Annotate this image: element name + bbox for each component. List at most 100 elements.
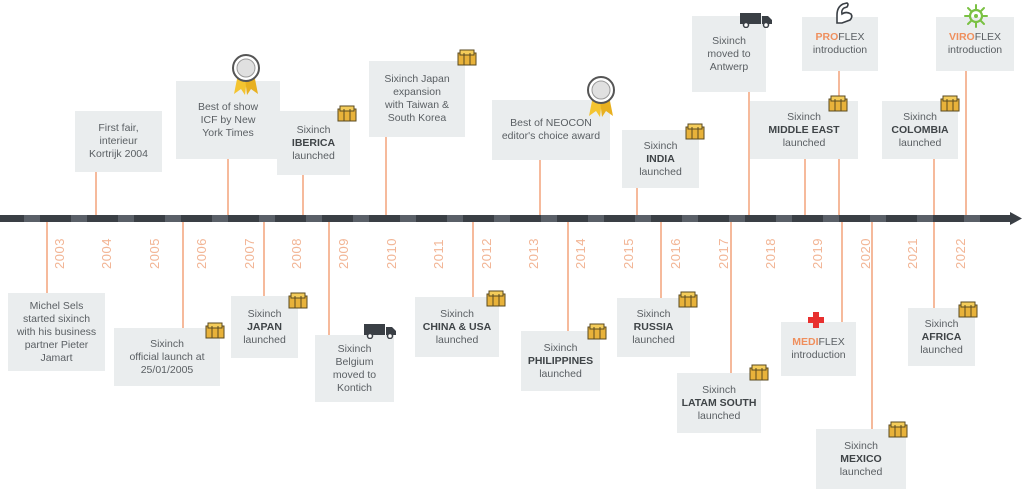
cube-box-icon	[678, 290, 698, 313]
event-text-line: Sixinch	[787, 110, 821, 123]
event-region-name: CHINA & USA	[422, 320, 492, 333]
event-text-line: editor's choice award	[501, 130, 601, 142]
axis-segment	[400, 215, 416, 222]
event-text-line: Sixinch	[702, 383, 736, 396]
year-label-2007: 2007	[241, 238, 257, 269]
event-region-name: COLOMBIA	[891, 123, 949, 136]
axis-segment	[353, 215, 369, 222]
axis-segment	[165, 215, 181, 222]
axis-segment	[118, 215, 134, 222]
axis-segment	[24, 215, 40, 222]
axis-segment	[635, 215, 651, 222]
award-ribbon-icon	[231, 54, 261, 101]
cube-box-icon	[205, 321, 225, 344]
event-text-line: Belgium	[335, 355, 374, 368]
axis-segment	[917, 215, 933, 222]
axis-segment	[259, 215, 275, 222]
event-text-line: with Taiwan &	[384, 99, 449, 111]
event-text-line: Sixinch	[247, 307, 282, 320]
axis-segment	[306, 215, 322, 222]
event-text-line: Sixinch	[924, 317, 959, 330]
year-label-2016: 2016	[668, 238, 684, 269]
event-text-line: launched	[632, 334, 675, 346]
event-region-name: INDIA	[646, 152, 675, 165]
event-text-line: launched	[782, 136, 826, 149]
year-label-2010: 2010	[383, 238, 399, 269]
year-label-2009: 2009	[336, 238, 352, 269]
cube-box-icon	[940, 94, 960, 117]
cube-box-icon	[888, 420, 908, 443]
cube-box-icon	[685, 122, 705, 145]
cube-box-icon	[958, 300, 978, 323]
event-region-name: RUSSIA	[633, 321, 674, 333]
cube-box-icon	[486, 289, 506, 312]
event-region-name: PHILIPPINES	[527, 354, 594, 367]
event-region-name: AFRICA	[921, 330, 962, 343]
medical-cross-icon	[808, 312, 824, 333]
event-text-line: Sixinch	[337, 342, 372, 355]
event-text-line: launched	[898, 136, 942, 149]
event-text-line: launched	[292, 149, 335, 162]
year-label-2005: 2005	[146, 238, 162, 269]
event-region-name: MIDDLE EAST	[768, 123, 840, 136]
axis-segment	[447, 215, 463, 222]
year-label-2011: 2011	[431, 239, 447, 269]
event-text-line: Best of show	[197, 100, 259, 113]
cube-box-icon	[457, 48, 477, 71]
product-suffix: FLEX	[838, 31, 865, 43]
event-text-line: launched	[697, 409, 741, 422]
axis-segment	[682, 215, 698, 222]
arm-flex-icon	[832, 1, 856, 30]
event-text-line: Sixinch	[543, 341, 578, 354]
year-label-2019: 2019	[810, 238, 826, 269]
year-label-2014: 2014	[573, 238, 589, 269]
year-label-2018: 2018	[763, 238, 778, 269]
event-text-line: expansion	[393, 86, 441, 98]
year-label-2015: 2015	[620, 238, 636, 269]
cube-box-icon	[828, 94, 848, 117]
product-prefix: VIRO	[949, 31, 975, 43]
event-text-line: with his business	[16, 325, 97, 338]
year-label-2004: 2004	[99, 238, 115, 269]
year-label-2013: 2013	[526, 238, 541, 269]
event-text-line: Sixinch	[903, 110, 937, 123]
event-text-line: official launch at	[129, 350, 205, 363]
event-text-line: moved to	[332, 368, 377, 381]
event-text-line: South Korea	[387, 112, 447, 124]
year-label-2003: 2003	[52, 238, 67, 269]
axis-segment	[71, 215, 87, 222]
event-text-line: Kortrijk 2004	[89, 148, 148, 160]
year-label-2012: 2012	[478, 238, 494, 269]
event-text-line: Sixinch	[150, 337, 184, 350]
event-text-line: 25/01/2005	[140, 363, 194, 376]
event-text-line: moved to	[707, 47, 751, 60]
axis-segment	[588, 215, 604, 222]
cube-box-icon	[337, 104, 357, 127]
event-text-line: launched	[839, 465, 883, 478]
product-name: MEDIFLEX	[792, 336, 845, 349]
axis-segment	[729, 215, 745, 222]
event-text-line: Kontich	[336, 381, 373, 394]
event-text-line: First fair,	[98, 122, 139, 134]
event-text-line: introduction	[812, 44, 868, 56]
year-label-2008: 2008	[289, 238, 304, 269]
axis-segment	[823, 215, 839, 222]
event-text-line: launched	[243, 333, 286, 346]
axis-segment	[541, 215, 557, 222]
